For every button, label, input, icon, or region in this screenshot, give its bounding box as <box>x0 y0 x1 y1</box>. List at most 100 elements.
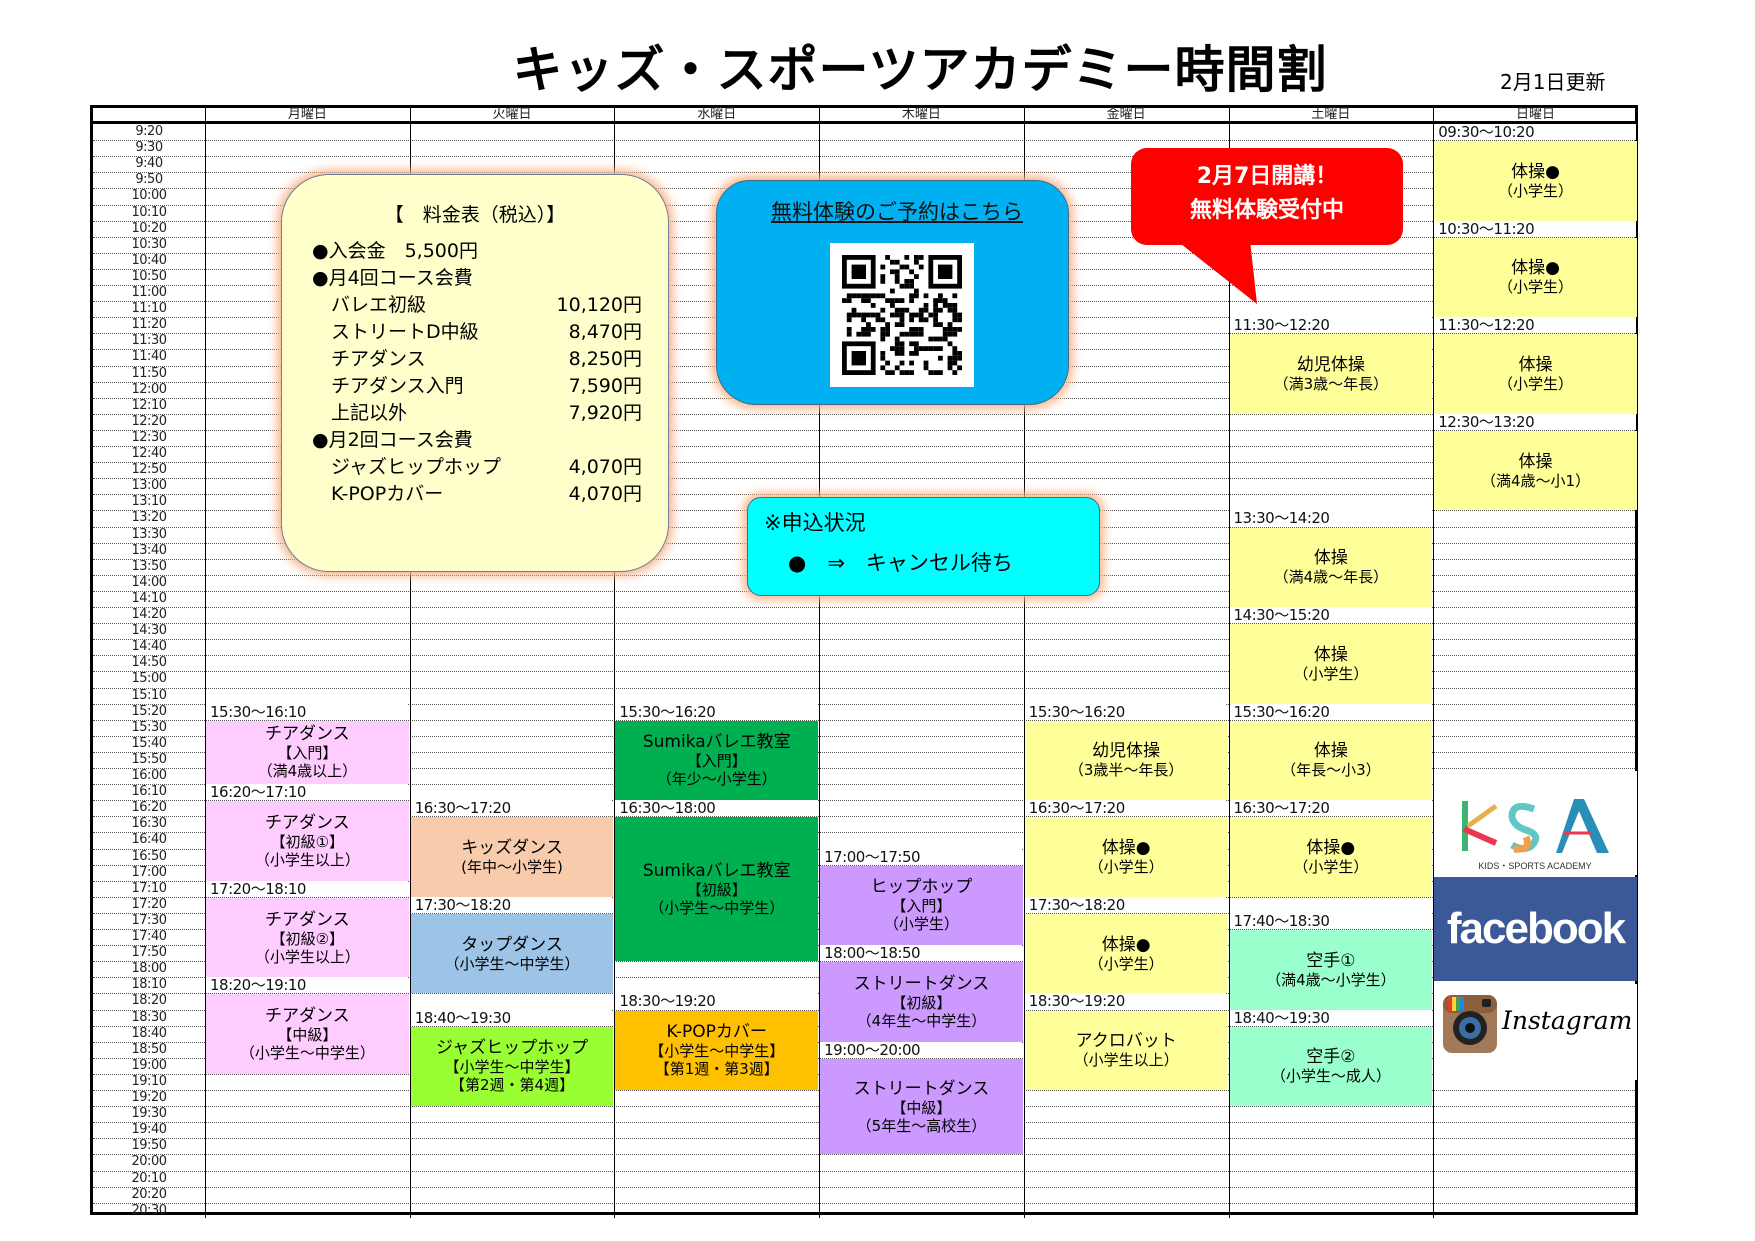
row-divider <box>93 1057 1635 1059</box>
class-time-label: 11:30～12:20 <box>1434 317 1636 334</box>
class-time-label: 12:30～13:20 <box>1434 413 1636 430</box>
class-name: 体操 <box>1313 644 1348 665</box>
time-label: 9:50 <box>135 172 163 188</box>
class-detail: （小学生） <box>1293 664 1369 683</box>
ksa-logo[interactable]: KIDS・SPORTS ACADEMY <box>1434 771 1637 875</box>
class-block[interactable]: K-POPカバー【小学生～中学生】【第1週・第3週】 <box>615 1010 819 1090</box>
class-block[interactable]: チアダンス【初級②】（小学生以上） <box>206 897 409 978</box>
class-detail: 【小学生～中学生】 <box>649 1042 785 1061</box>
time-label: 20:30 <box>131 1202 167 1218</box>
class-block[interactable]: 体操●（小学生） <box>1024 913 1228 994</box>
class-block[interactable]: Sumikaバレエ教室【初級】（小学生～中学生） <box>615 817 819 962</box>
class-time-label: 18:40～19:30 <box>1229 1009 1432 1026</box>
class-detail: （小学生） <box>1498 181 1574 200</box>
class-name: ジャズヒップホップ <box>435 1038 589 1059</box>
qr-code-icon[interactable] <box>830 243 974 387</box>
day-header: 日曜日 <box>1516 107 1556 122</box>
instagram-link[interactable]: Instagram <box>1434 984 1637 1080</box>
class-block[interactable]: 空手②（小学生～成人） <box>1229 1026 1433 1107</box>
class-detail: 【初級①】 <box>270 832 345 851</box>
time-label: 13:50 <box>131 558 167 574</box>
time-label: 14:30 <box>131 623 167 639</box>
time-label: 13:20 <box>131 510 167 526</box>
class-block[interactable]: 体操●（小学生） <box>1434 237 1637 318</box>
class-detail: （小学生～成人） <box>1270 1067 1391 1086</box>
class-detail: （満4歳～年長） <box>1273 568 1389 587</box>
class-detail: （小学生以上） <box>254 850 360 869</box>
class-detail: （小学生） <box>1088 858 1164 877</box>
price-row: ●月4回コース会費 <box>312 266 642 290</box>
free-trial-link[interactable]: 無料体験のご予約はこちら <box>771 200 1023 224</box>
time-label: 13:10 <box>131 494 167 510</box>
price-row: バレエ初級 10,120円 <box>312 293 642 317</box>
class-detail: （3歳半～年長） <box>1068 761 1184 780</box>
class-name: 体操● <box>1511 258 1560 279</box>
class-name: 体操 <box>1518 451 1553 472</box>
class-block[interactable]: 体操（満4歳～小1） <box>1434 430 1637 511</box>
class-name: チアダンス <box>265 909 350 930</box>
time-label: 13:40 <box>131 542 167 558</box>
class-name: チアダンス <box>265 812 350 833</box>
time-label: 12:00 <box>131 381 167 397</box>
class-block[interactable]: 空手①（満4歳～小学生） <box>1229 930 1433 1010</box>
class-block[interactable]: 幼児体操（満3歳～年長） <box>1229 334 1433 414</box>
class-name: アクロバット <box>1075 1031 1177 1052</box>
class-block[interactable]: 体操（小学生） <box>1229 624 1433 704</box>
class-detail: 【入門】 <box>891 897 952 916</box>
class-block[interactable]: チアダンス【中級】（小学生～中学生） <box>206 994 409 1074</box>
class-name: 体操 <box>1313 548 1348 569</box>
time-label: 12:20 <box>131 413 167 429</box>
class-block[interactable]: ストリートダンス【初級】（4年生～中学生） <box>820 962 1023 1042</box>
time-label: 11:10 <box>131 301 167 317</box>
free-trial-box[interactable]: 無料体験のご予約はこちら <box>716 180 1069 405</box>
class-time-label: 14:30～15:20 <box>1229 607 1432 623</box>
row-divider <box>93 687 1635 689</box>
class-time-label: 17:20～18:10 <box>206 880 408 897</box>
speech-bubble-tail <box>1176 240 1257 304</box>
class-block[interactable]: アクロバット（小学生以上） <box>1024 1010 1228 1090</box>
class-name: K-POPカバー <box>666 1022 767 1043</box>
time-label: 18:40 <box>131 1025 167 1041</box>
class-block[interactable]: タップダンス（小学生～中学生） <box>410 913 614 994</box>
class-time-label: 18:40～19:30 <box>410 1009 613 1026</box>
price-value: 10,120円 <box>556 294 642 316</box>
class-block[interactable]: 体操（満4歳～年長） <box>1229 527 1433 607</box>
time-label: 14:40 <box>131 639 167 655</box>
class-block[interactable]: チアダンス【入門】（満4歳以上） <box>206 720 409 785</box>
class-block[interactable]: 体操●（小学生） <box>1229 817 1433 897</box>
class-detail: （4年生～中学生） <box>856 1011 987 1030</box>
price-label: バレエ初級 <box>312 294 427 316</box>
class-name: キッズダンス <box>461 838 563 859</box>
time-label: 12:50 <box>131 462 167 478</box>
price-label: チアダンス <box>312 348 426 370</box>
time-label: 15:30 <box>131 719 167 735</box>
row-divider <box>93 1202 1635 1204</box>
class-block[interactable]: 体操（小学生） <box>1434 334 1637 414</box>
time-label: 15:20 <box>131 703 167 719</box>
column-divider <box>819 108 821 1218</box>
time-label: 15:40 <box>131 735 167 751</box>
class-block[interactable]: キッズダンス(年中～小学生) <box>410 817 614 897</box>
class-time-label: 19:00～20:00 <box>820 1041 1022 1058</box>
class-block[interactable]: チアダンス【初級①】（小学生以上） <box>206 801 409 881</box>
class-block[interactable]: ヒップホップ【入門】（小学生） <box>820 865 1023 946</box>
row-divider <box>93 462 1635 464</box>
class-time-label: 16:30～18:00 <box>615 800 818 817</box>
facebook-link[interactable]: facebook <box>1434 877 1637 981</box>
class-block[interactable]: 体操（年長～小3） <box>1229 720 1433 801</box>
class-block[interactable]: Sumikaバレエ教室【入門】（年少～小学生） <box>615 720 819 801</box>
class-block[interactable]: 体操●（小学生） <box>1024 817 1228 897</box>
class-block[interactable]: ストリートダンス【中級】（5年生～高校生） <box>820 1058 1023 1155</box>
time-label: 14:50 <box>131 655 167 671</box>
class-name: 幼児体操 <box>1092 741 1161 762</box>
class-time-label: 18:00～18:50 <box>820 945 1022 962</box>
class-name: ストリートダンス <box>853 973 990 994</box>
row-divider <box>93 172 1635 174</box>
row-divider <box>93 768 1635 769</box>
class-time-label: 17:30～18:20 <box>1024 896 1227 913</box>
class-detail: 【初級②】 <box>270 929 345 948</box>
class-block[interactable]: 幼児体操（3歳半～年長） <box>1024 720 1228 801</box>
class-block[interactable]: 体操●（小学生） <box>1434 141 1637 221</box>
class-block[interactable]: ジャズヒップホップ【小学生～中学生】【第2週・第4週】 <box>410 1026 614 1107</box>
